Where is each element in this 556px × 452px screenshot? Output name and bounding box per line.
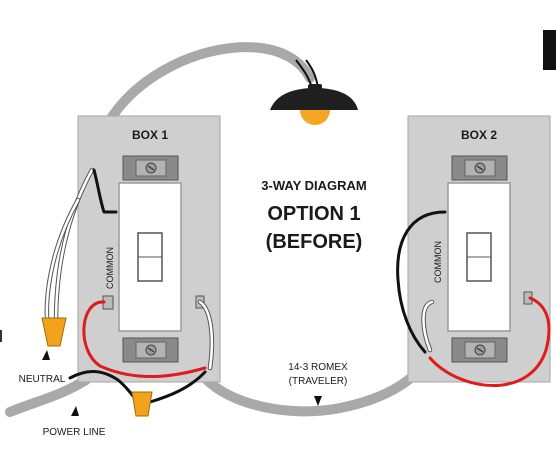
switch2 xyxy=(447,155,533,363)
diagram-title-line2: OPTION 1 xyxy=(267,203,360,225)
neutral-label: NEUTRAL xyxy=(19,374,66,385)
romex-label-line2: (TRAVELER) xyxy=(289,376,348,387)
black-wire-box2-common xyxy=(396,210,447,354)
pendant-lamp-icon xyxy=(270,59,358,125)
switch1 xyxy=(102,155,205,363)
box2-common-label: COMMON xyxy=(433,241,443,283)
edge-tab xyxy=(543,30,556,70)
bulb xyxy=(300,110,330,125)
romex-label-line1: 14-3 ROMEX xyxy=(288,362,348,373)
diagram-title-line3: (BEFORE) xyxy=(266,231,363,253)
romex-arrow xyxy=(314,396,322,406)
power-line-arrow xyxy=(71,406,79,416)
wire-nut-icon xyxy=(41,317,67,347)
neutral-arrow xyxy=(42,350,50,360)
box1-common-label: COMMON xyxy=(105,247,115,289)
black-wire-traveler xyxy=(148,370,207,404)
red-wire-box2 xyxy=(428,296,551,387)
black-wire-box1-common xyxy=(92,168,118,214)
wire-nut-icon xyxy=(131,391,153,417)
power-line-label: POWER LINE xyxy=(43,427,106,438)
cable-traveler-romex xyxy=(200,353,435,417)
edge-mark xyxy=(0,330,2,342)
box2-label: BOX 2 xyxy=(461,128,497,142)
box1-label: BOX 1 xyxy=(132,128,168,142)
wire-group xyxy=(44,167,551,404)
cable-power-line xyxy=(5,375,91,417)
diagram-title-line1: 3-WAY DIAGRAM xyxy=(261,178,366,193)
red-wire-box1 xyxy=(82,300,207,379)
